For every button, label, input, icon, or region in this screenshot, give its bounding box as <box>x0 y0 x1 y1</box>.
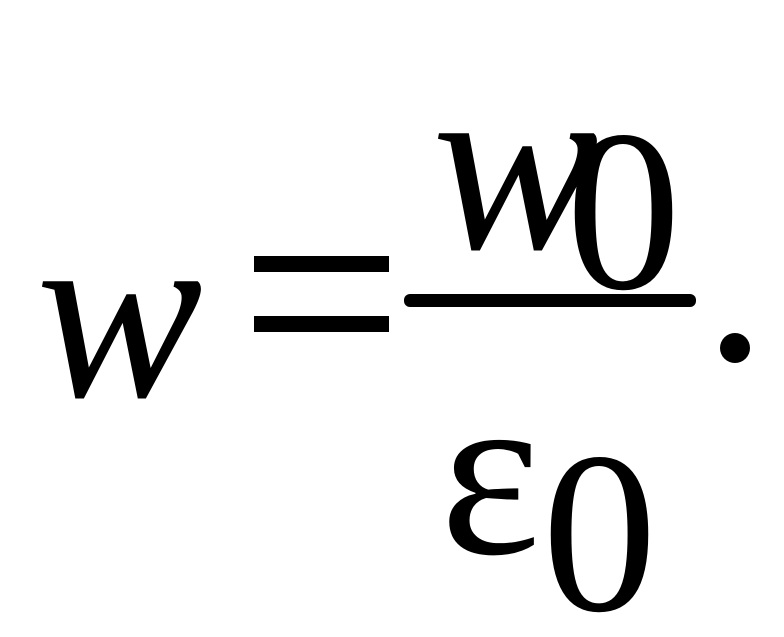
period <box>720 333 750 363</box>
denominator-variable: ε <box>440 339 541 605</box>
fraction-bar <box>404 294 696 307</box>
numerator-variable: w <box>432 26 599 303</box>
equals-bar-top <box>254 256 389 272</box>
denominator-subscript: 0 <box>542 405 657 637</box>
lhs-variable: w <box>36 174 203 451</box>
equals-bar-bottom <box>254 316 389 332</box>
numerator-subscript: 0 <box>566 83 681 338</box>
